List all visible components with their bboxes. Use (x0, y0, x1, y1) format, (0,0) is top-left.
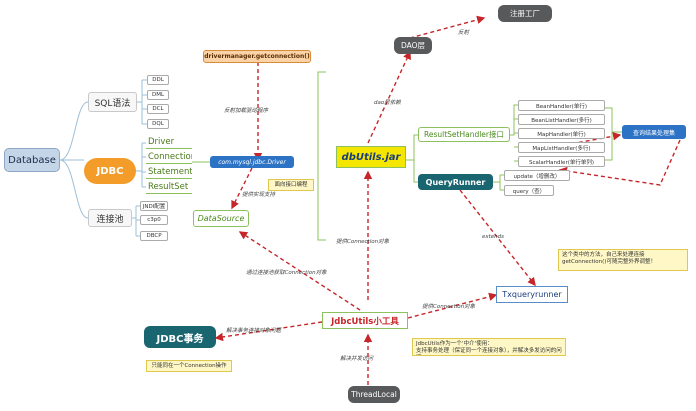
dcl-leaf: DCL (147, 104, 169, 114)
jdbc-node: JDBC (84, 158, 136, 184)
maphandler-leaf: MapHandler(单行) (518, 128, 605, 139)
resultsethandler-node: ResultSetHandler接口 (418, 127, 510, 142)
edge-label-tx-issue: 解决事务连接对象问题 (226, 328, 282, 334)
interface-note: 面向接口编程 (268, 179, 314, 191)
txqueryrunner-note: 这个类中的方法，自己来处理连接getConnection()可随完整外界调整！ (558, 249, 688, 271)
dependency-arrows (214, 15, 681, 385)
query-leaf: query（查） (504, 185, 554, 196)
connection-pool-node: 连接池 (88, 209, 132, 227)
datasource-node: DataSource (193, 210, 249, 227)
resultset-item: ResultSet (146, 181, 192, 194)
dql-leaf: DQL (147, 119, 169, 129)
threadlocal-node: ThreadLocal (348, 386, 400, 403)
statement-item: Statement (146, 167, 192, 179)
green-connectors (192, 71, 622, 241)
ddl-leaf: DDL (147, 75, 169, 85)
jdbc-transaction-node: JDBC事务 (144, 326, 216, 348)
query-result-node: 查询结果处理集 (622, 125, 686, 139)
edge-label-reflect: 反射 (458, 30, 470, 36)
jdbcutils-note: JdbcUtils作为一个‘中介’使用： 支持事务处理（保证同一个连接对象），并… (412, 338, 566, 356)
dao-layer-node: DAO层 (394, 37, 432, 54)
update-leaf: update（增删改） (504, 170, 570, 181)
dbcp-leaf: DBCP (140, 231, 168, 241)
scalarhandler-leaf: ScalarHandler(单行单列) (518, 156, 605, 167)
edge-label-provide-conn2: 提供Connection对象 (422, 304, 476, 310)
jdbcutils-node: JdbcUtils小工具 (322, 312, 408, 329)
beanhandler-leaf: BeanHandler(单行) (518, 100, 605, 111)
edge-label-extends: extends (482, 234, 505, 240)
edge-label-dao-dep: dao层依赖 (374, 100, 401, 106)
driver-item: Driver (146, 136, 192, 149)
database-node: Database (4, 148, 60, 172)
mysql-driver-node: com.mysql.jdbc.Driver (210, 156, 294, 168)
connection-item: Connection (146, 152, 192, 164)
edge-label-reflect-load: 反射加载驱动程序 (224, 108, 269, 114)
edge-label-concurrency: 解决并发访问 (340, 356, 374, 362)
dbutils-jar-node: dbUtils.jar (336, 146, 406, 168)
txqueryrunner-node: Txqueryrunner (496, 286, 568, 303)
edge-label-provide-impl: 提供实现支持 (242, 192, 276, 198)
beanlisthandler-leaf: BeanListHandler(多行) (518, 114, 605, 125)
queryrunner-node: QueryRunner (418, 174, 493, 190)
jdbc-transaction-note: 只能同在一个Connection操作 (146, 360, 232, 372)
edge-label-provide-conn: 提供Connection对象 (336, 239, 390, 245)
factory-node: 注册工厂 (498, 5, 552, 22)
dml-leaf: DML (147, 90, 169, 100)
drivermanager-node: drivermanager.getconnection() (203, 50, 311, 63)
c3p0-leaf: c3p0 (140, 215, 168, 225)
sql-syntax-node: SQL语法 (88, 92, 137, 112)
tree-connectors (59, 79, 147, 237)
jndi-leaf: JNDI配置 (140, 201, 168, 211)
edge-label-get-conn: 通过连接池获取Connection对象 (246, 270, 327, 276)
maplisthandler-leaf: MapListHandler(多行) (518, 142, 605, 153)
